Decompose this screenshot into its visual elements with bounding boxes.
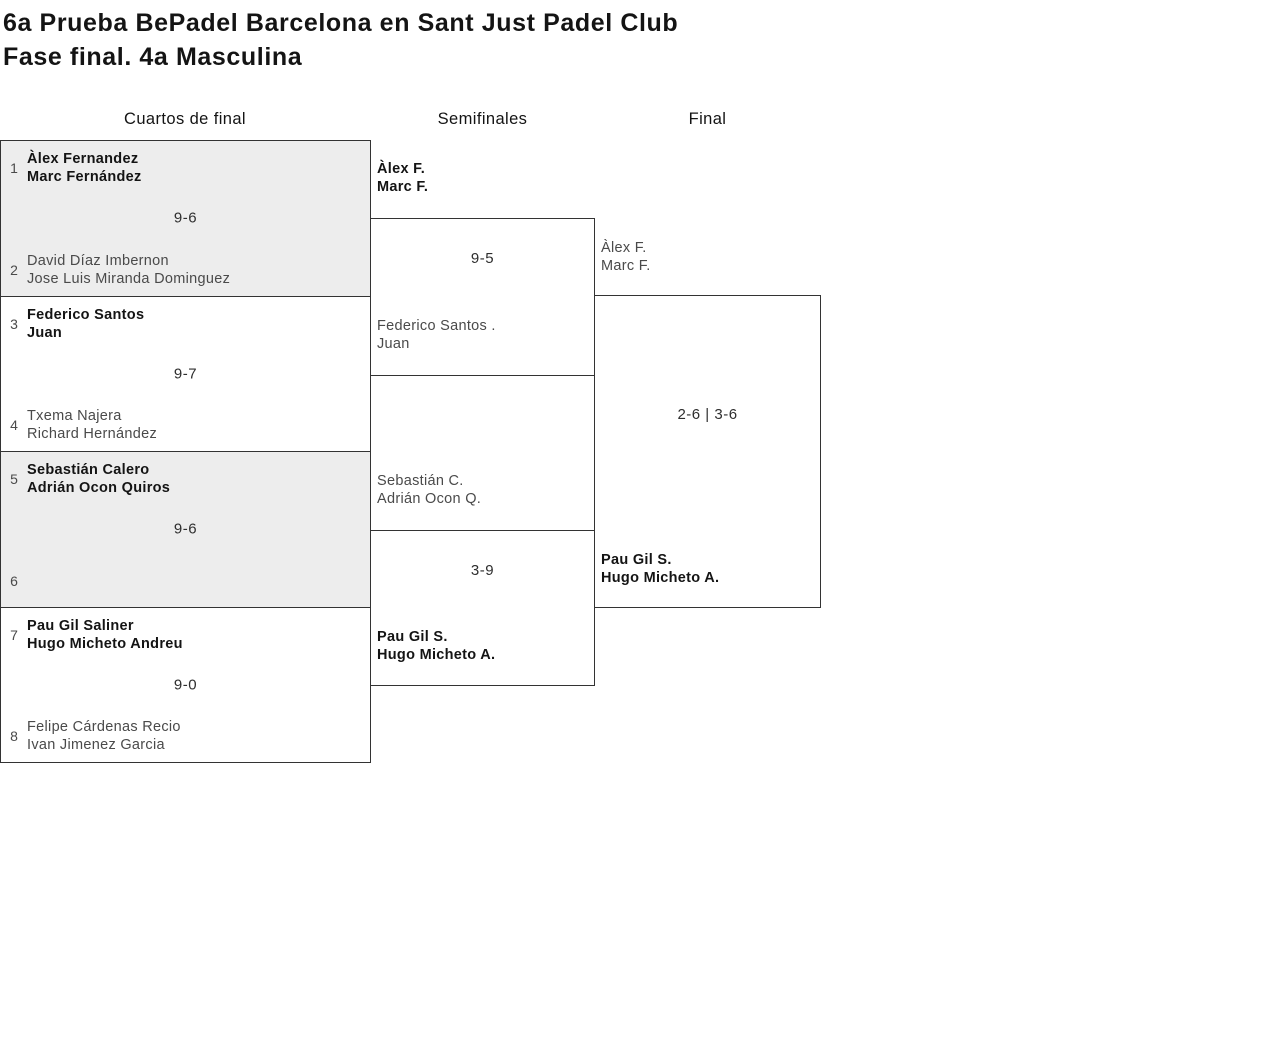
player-name: Federico Santos . (377, 318, 496, 334)
player-name: Marc F. (601, 258, 651, 274)
final-bottom-team-champion: Pau Gil S. Hugo Micheto A. (601, 551, 719, 587)
team-row: 6 (1, 563, 370, 599)
team-names-winner: Pau Gil Saliner Hugo Micheto Andreu (27, 617, 183, 653)
round-header-final: Final (688, 110, 727, 128)
semifinal-2-top-team: Sebastián C. Adrián Ocon Q. (377, 472, 481, 508)
seed-number: 3 (10, 315, 18, 332)
team-row: 2 David Díaz Imbernon Jose Luis Miranda … (1, 252, 370, 288)
team-row: 8 Felipe Cárdenas Recio Ivan Jimenez Gar… (1, 718, 370, 754)
player-name: Àlex F. (377, 161, 426, 177)
seed-number: 6 (10, 572, 18, 589)
match-score: 9-7 (173, 365, 198, 383)
team-names-winner: Àlex Fernandez Marc Fernández (27, 150, 142, 186)
match-score: 9-6 (173, 209, 198, 227)
player-name: Marc F. (377, 179, 429, 195)
seed-number: 1 (10, 160, 18, 176)
player-name: Juan (377, 336, 410, 352)
team-row: 4 Txema Najera Richard Hernández (1, 407, 370, 443)
player-name: Juan (27, 324, 63, 341)
player-name: Sebastián C. (377, 473, 464, 489)
quarterfinals-column: 1 Àlex Fernandez Marc Fernández 9-6 2 Da… (0, 140, 371, 763)
semifinal-1-top-team: Àlex F. Marc F. (377, 160, 428, 196)
player-name: David Díaz Imbernon (27, 252, 169, 269)
team-row: 1 Àlex Fernandez Marc Fernández (1, 150, 370, 186)
match-score: 9-6 (173, 520, 198, 538)
final-top-team: Àlex F. Marc F. (601, 239, 651, 275)
seed-number: 2 (10, 261, 18, 278)
team-names-loser: Txema Najera Richard Hernández (27, 407, 157, 443)
match-score: 9-5 (470, 250, 495, 267)
player-name: Jose Luis Miranda Dominguez (27, 270, 231, 287)
team-names-winner: Sebastián Calero Adrián Ocon Quiros (27, 461, 170, 497)
quarterfinal-match-2[interactable]: 3 Federico Santos Juan 9-7 4 Txema Najer… (1, 295, 370, 451)
semifinal-1-bottom-team: Federico Santos . Juan (377, 317, 496, 353)
player-name: Marc Fernández (27, 169, 142, 185)
player-name: Àlex F. (601, 240, 647, 256)
player-name: Pau Gil Saliner (27, 617, 134, 634)
player-name: Àlex Fernandez (27, 151, 139, 167)
team-names-loser: Felipe Cárdenas Recio Ivan Jimenez Garci… (27, 718, 181, 754)
seed-number: 8 (10, 728, 18, 744)
round-header-cuartos-de-final: Cuartos de final (124, 110, 246, 128)
player-name: Pau Gil S. (601, 552, 672, 568)
seed-number: 5 (10, 471, 18, 487)
round-header-semifinales: Semifinales (437, 110, 528, 128)
match-score: 2-6 | 3-6 (677, 406, 738, 423)
player-name: Richard Hernández (27, 426, 158, 442)
final-match[interactable]: 2-6 | 3-6 (594, 295, 821, 608)
team-names-loser: David Díaz Imbernon Jose Luis Miranda Do… (27, 252, 230, 288)
team-row: 3 Federico Santos Juan (1, 306, 370, 342)
player-name: Federico Santos (27, 306, 145, 323)
page-subtitle: Fase final. 4a Masculina (3, 43, 303, 71)
player-name: Hugo Micheto Andreu (27, 635, 183, 652)
quarterfinal-match-3[interactable]: 5 Sebastián Calero Adrián Ocon Quiros 9-… (1, 451, 370, 607)
player-name: Adrián Ocon Quiros (27, 480, 171, 496)
team-names-winner: Federico Santos Juan (27, 306, 144, 342)
seed-number: 7 (10, 626, 18, 643)
semifinal-2-bottom-team: Pau Gil S. Hugo Micheto A. (377, 628, 495, 664)
team-row: 7 Pau Gil Saliner Hugo Micheto Andreu (1, 617, 370, 653)
player-name: Hugo Micheto A. (377, 647, 496, 663)
semifinal-match-2[interactable]: 3-9 (370, 530, 595, 686)
quarterfinal-match-4[interactable]: 7 Pau Gil Saliner Hugo Micheto Andreu 9-… (1, 606, 370, 762)
seed-number: 4 (10, 417, 18, 433)
match-score: 9-0 (173, 676, 198, 694)
player-name: Felipe Cárdenas Recio (27, 719, 181, 735)
player-name: Pau Gil S. (377, 629, 448, 645)
player-name: Sebastián Calero (27, 462, 150, 478)
team-row: 5 Sebastián Calero Adrián Ocon Quiros (1, 461, 370, 497)
player-name: Adrián Ocon Q. (377, 491, 482, 507)
quarterfinal-match-1[interactable]: 1 Àlex Fernandez Marc Fernández 9-6 2 Da… (1, 141, 370, 296)
page-title: 6a Prueba BePadel Barcelona en Sant Just… (3, 9, 679, 37)
match-score: 3-9 (470, 562, 495, 579)
player-name: Hugo Micheto A. (601, 570, 720, 586)
player-name: Ivan Jimenez Garcia (27, 737, 165, 753)
player-name: Txema Najera (27, 408, 122, 424)
